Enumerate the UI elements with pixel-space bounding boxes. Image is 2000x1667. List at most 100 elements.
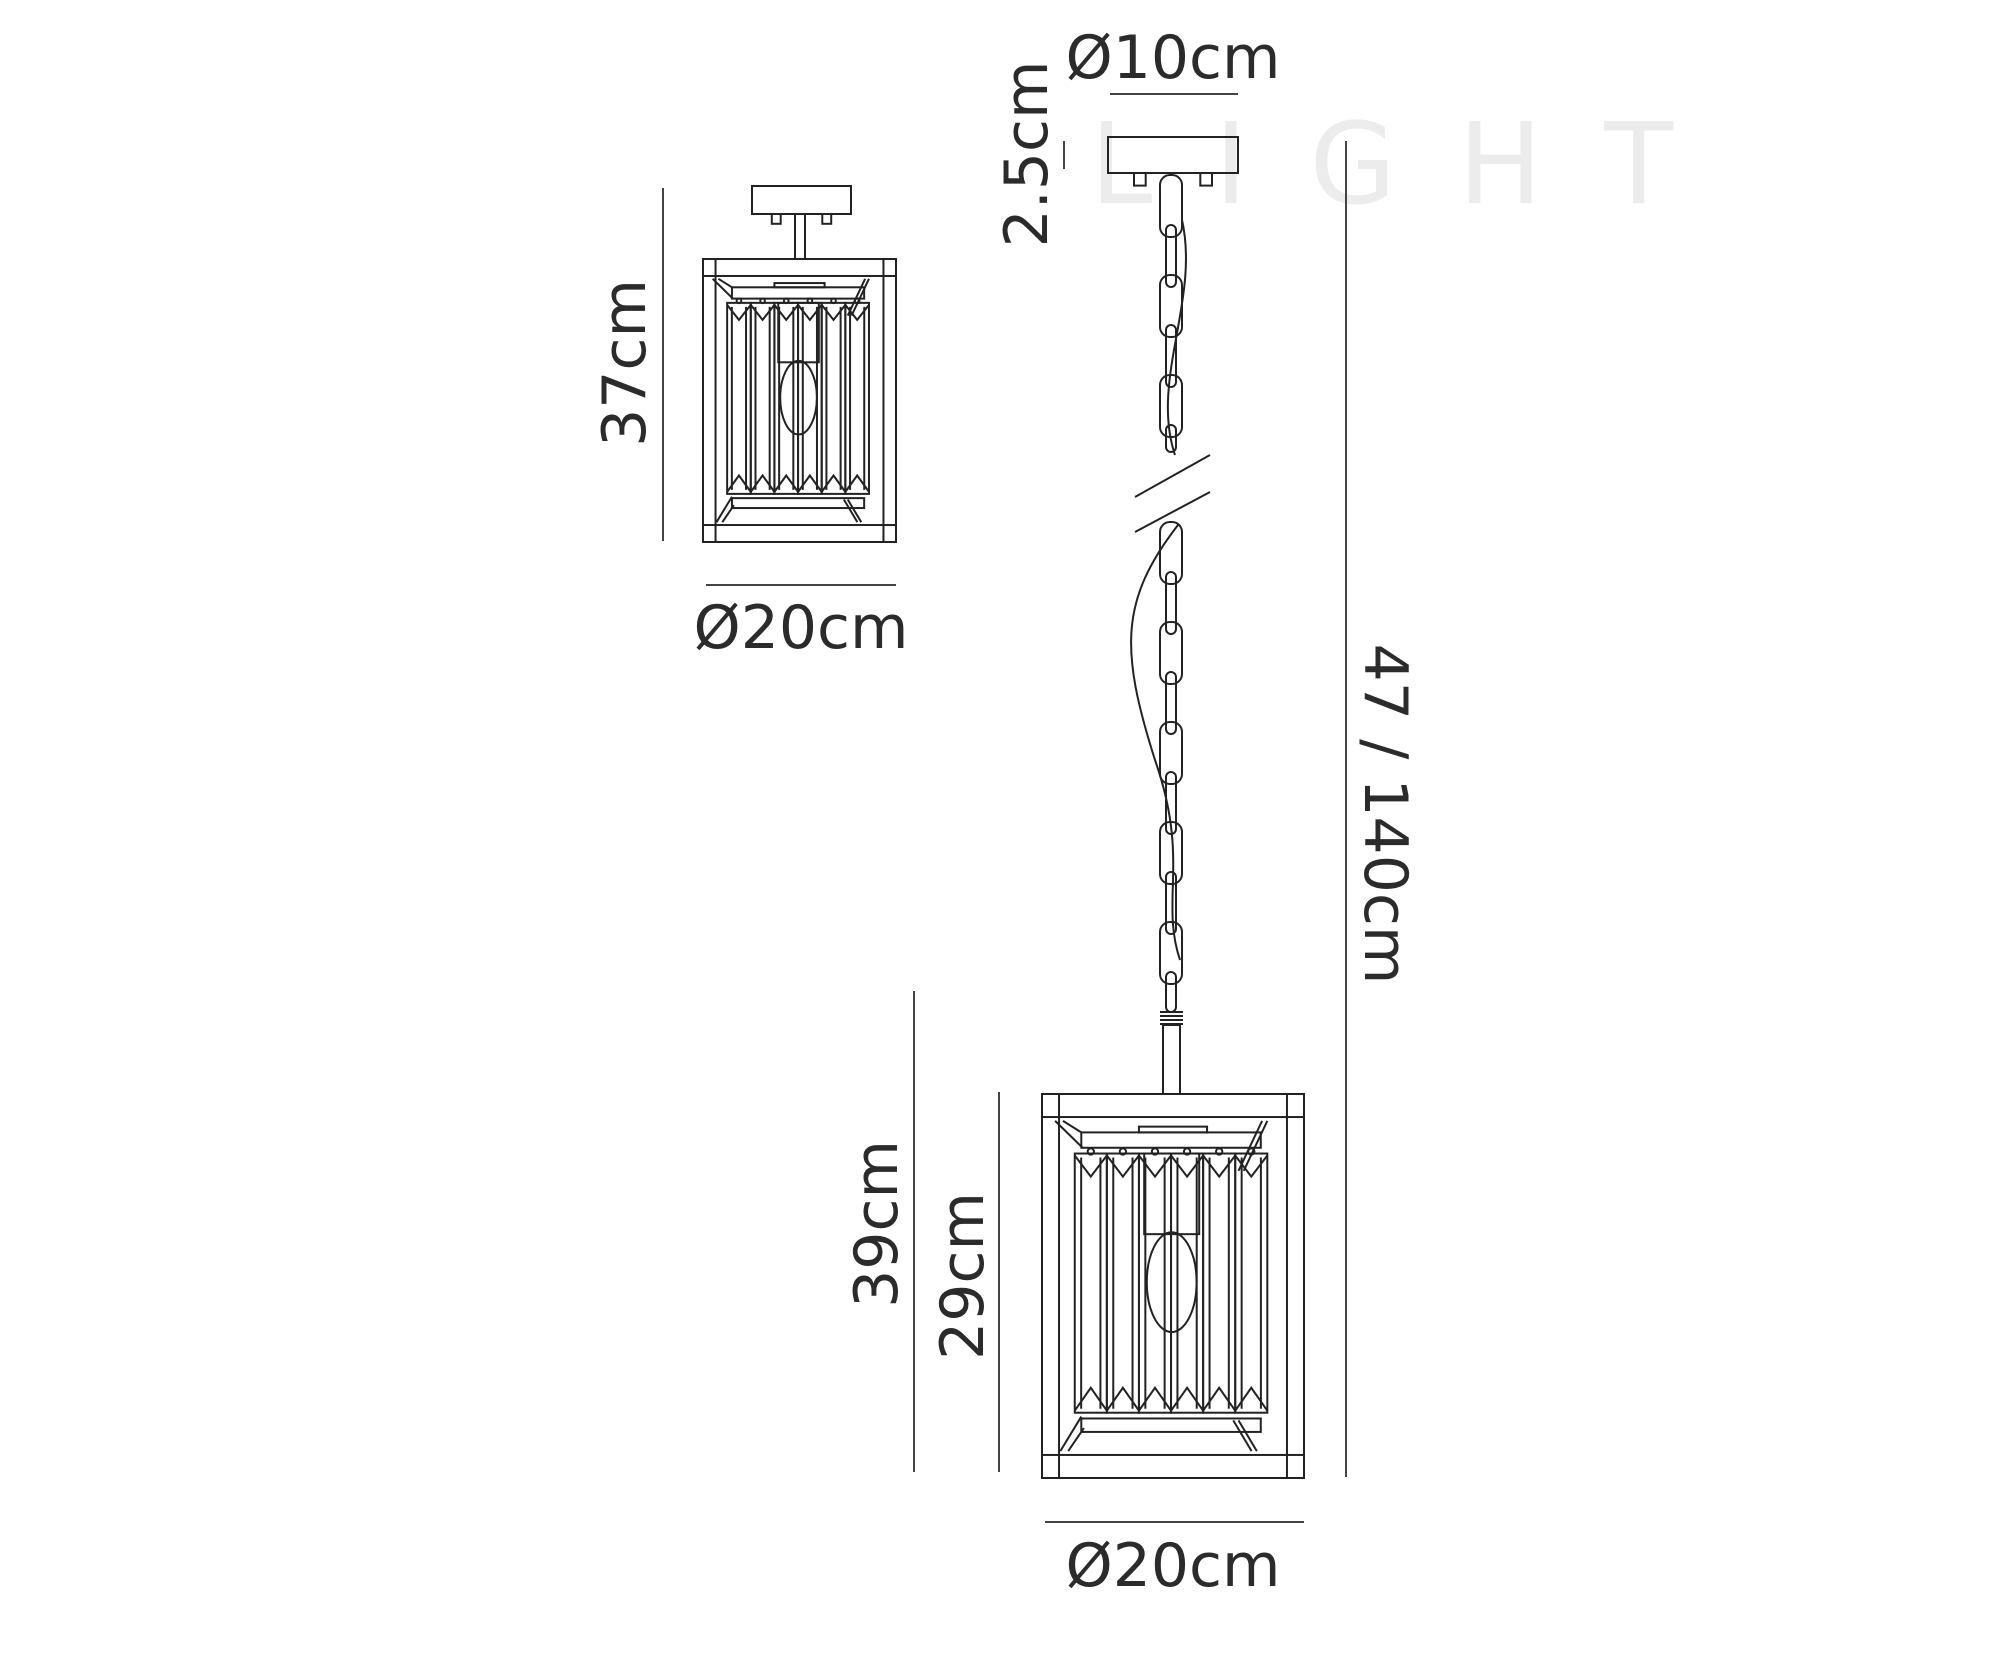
- prism-hook: [1150, 1147, 1160, 1156]
- stem-rod: [1162, 1024, 1181, 1095]
- prism-hook: [735, 297, 743, 305]
- crystal-prism: [1234, 1152, 1269, 1414]
- brace: [1062, 1120, 1082, 1134]
- canopy: [751, 185, 852, 215]
- chain-link: [1159, 521, 1183, 585]
- chain-link: [1165, 671, 1177, 735]
- brace: [715, 496, 733, 523]
- brace: [1242, 1120, 1269, 1172]
- frame-top-bar: [1041, 1093, 1305, 1119]
- chain-link: [1165, 324, 1177, 388]
- crystal-prism: [1105, 1152, 1140, 1414]
- chain-link: [1159, 921, 1183, 985]
- shade-height-label: 29cm: [928, 1192, 998, 1360]
- chain-link: [1159, 374, 1183, 438]
- power-cable: [1130, 524, 1181, 961]
- prism-facet: [726, 473, 752, 493]
- crystal-plate: [730, 286, 866, 300]
- semi-flush-diameter-label: Ø20cm: [693, 593, 908, 663]
- crystal-prism: [749, 301, 776, 495]
- prism-facet: [749, 473, 776, 493]
- canopy: [1107, 136, 1239, 174]
- chain-drawing: [1130, 174, 1211, 1013]
- prism-facet: [820, 473, 847, 493]
- prism-facet: [844, 473, 870, 493]
- brace: [850, 278, 870, 317]
- overall-height-label: 47 / 140cm: [1350, 644, 1420, 985]
- canopy-diameter-label: Ø10cm: [1065, 23, 1280, 93]
- bottom-plate: [730, 497, 866, 510]
- prism-hook: [853, 297, 861, 305]
- bulb: [779, 359, 818, 436]
- prism-facet: [749, 304, 776, 322]
- chain-link: [1165, 224, 1177, 288]
- body-height-label: 39cm: [842, 1140, 912, 1308]
- brace: [1232, 1419, 1253, 1452]
- crystal-prism: [1073, 1152, 1108, 1414]
- chain-link: [1159, 621, 1183, 685]
- prism-hook: [1182, 1147, 1192, 1156]
- brace: [843, 499, 859, 523]
- power-cable: [1166, 219, 1187, 456]
- crystal-prism: [820, 301, 847, 495]
- semi-flush-height-label: 37cm: [590, 279, 660, 447]
- brace: [846, 499, 863, 523]
- brace: [717, 277, 733, 289]
- brace: [1059, 1416, 1083, 1452]
- chain-link: [1159, 174, 1183, 238]
- canopy-screw: [1133, 172, 1147, 187]
- crystal-prism: [1202, 1152, 1237, 1414]
- prism-facet: [1202, 1386, 1237, 1412]
- lamp-socket: [1143, 1152, 1201, 1236]
- prism-hook: [830, 297, 837, 305]
- brace: [711, 278, 734, 300]
- pendant-diameter-label: Ø20cm: [1065, 1531, 1280, 1601]
- prism-facet: [1073, 1154, 1108, 1179]
- canopy-screw: [821, 213, 833, 225]
- break-mark: [1134, 491, 1211, 533]
- canopy-screw: [1199, 172, 1214, 187]
- prism-facet: [820, 304, 847, 322]
- prism-facet: [1202, 1154, 1237, 1179]
- crystal-prism: [844, 301, 870, 495]
- prism-facet: [1234, 1386, 1269, 1412]
- bottom-plate: [1080, 1417, 1262, 1433]
- canopy-screw: [770, 213, 782, 225]
- prism-hook: [1215, 1147, 1224, 1156]
- frame-bottom-bar: [702, 524, 897, 544]
- lamp-socket: [777, 301, 820, 364]
- frame-post-left: [1041, 1093, 1061, 1479]
- watermark: LIGHT: [1090, 100, 1735, 230]
- plate-hub: [1137, 1125, 1209, 1134]
- crystal-plate: [1080, 1131, 1262, 1149]
- prism-facet: [726, 304, 752, 322]
- chain-link: [1165, 571, 1177, 635]
- prism-facet: [797, 473, 823, 493]
- prism-facet: [1170, 1154, 1204, 1179]
- crystal-prism: [726, 301, 752, 495]
- frame-post-right: [1285, 1093, 1305, 1479]
- frame-top-bar: [702, 258, 897, 277]
- chain-link: [1165, 871, 1177, 935]
- prism-hook: [1086, 1147, 1095, 1156]
- semi-flush-lamp-drawing: [702, 185, 898, 544]
- prism-facet: [844, 304, 870, 322]
- prism-facet: [797, 304, 823, 322]
- prism-hook: [759, 297, 766, 305]
- chain-link: [1159, 721, 1183, 785]
- chain-link: [1165, 424, 1177, 453]
- frame-post-right: [882, 258, 898, 543]
- plate-hub: [773, 282, 826, 289]
- chain-link: [1165, 971, 1177, 1013]
- bulb: [1145, 1231, 1198, 1334]
- prism-facet: [1234, 1154, 1269, 1179]
- break-mark: [1134, 454, 1211, 498]
- prism-facet: [1138, 1386, 1172, 1412]
- prism-hook: [1247, 1147, 1256, 1156]
- prism-facet: [1170, 1386, 1204, 1412]
- stem-rod: [794, 213, 806, 260]
- brace: [1237, 1419, 1258, 1452]
- prism-facet: [1073, 1386, 1108, 1412]
